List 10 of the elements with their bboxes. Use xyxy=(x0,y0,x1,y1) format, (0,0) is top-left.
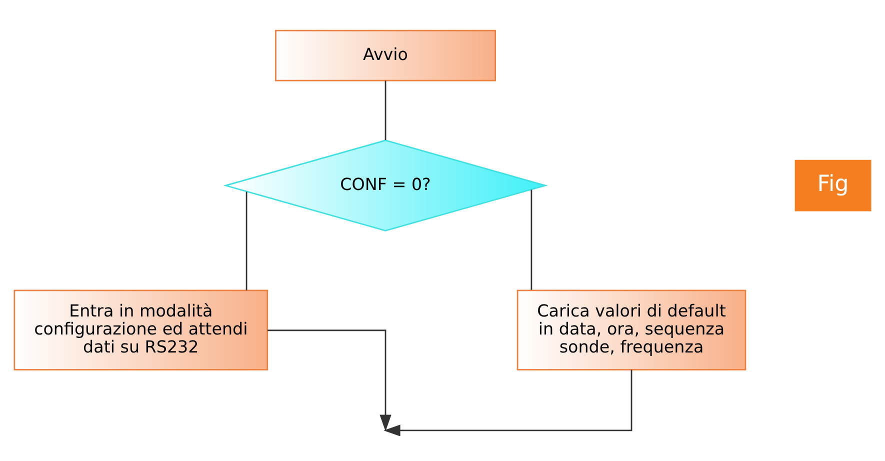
label: Fig xyxy=(817,170,849,197)
node-box: Avvio xyxy=(275,30,496,82)
connector xyxy=(384,80,386,140)
arrow xyxy=(268,330,392,432)
node-diamond: CONF = 0? xyxy=(223,140,548,232)
connector xyxy=(530,190,532,290)
node-box: Entra in modalità configurazione ed attendi dati su RS232 xyxy=(14,290,268,370)
node-box: Carica valori di default in data, ora, sequenza sonde, frequenza xyxy=(516,290,746,370)
connector xyxy=(246,192,248,290)
arrow xyxy=(384,370,632,436)
